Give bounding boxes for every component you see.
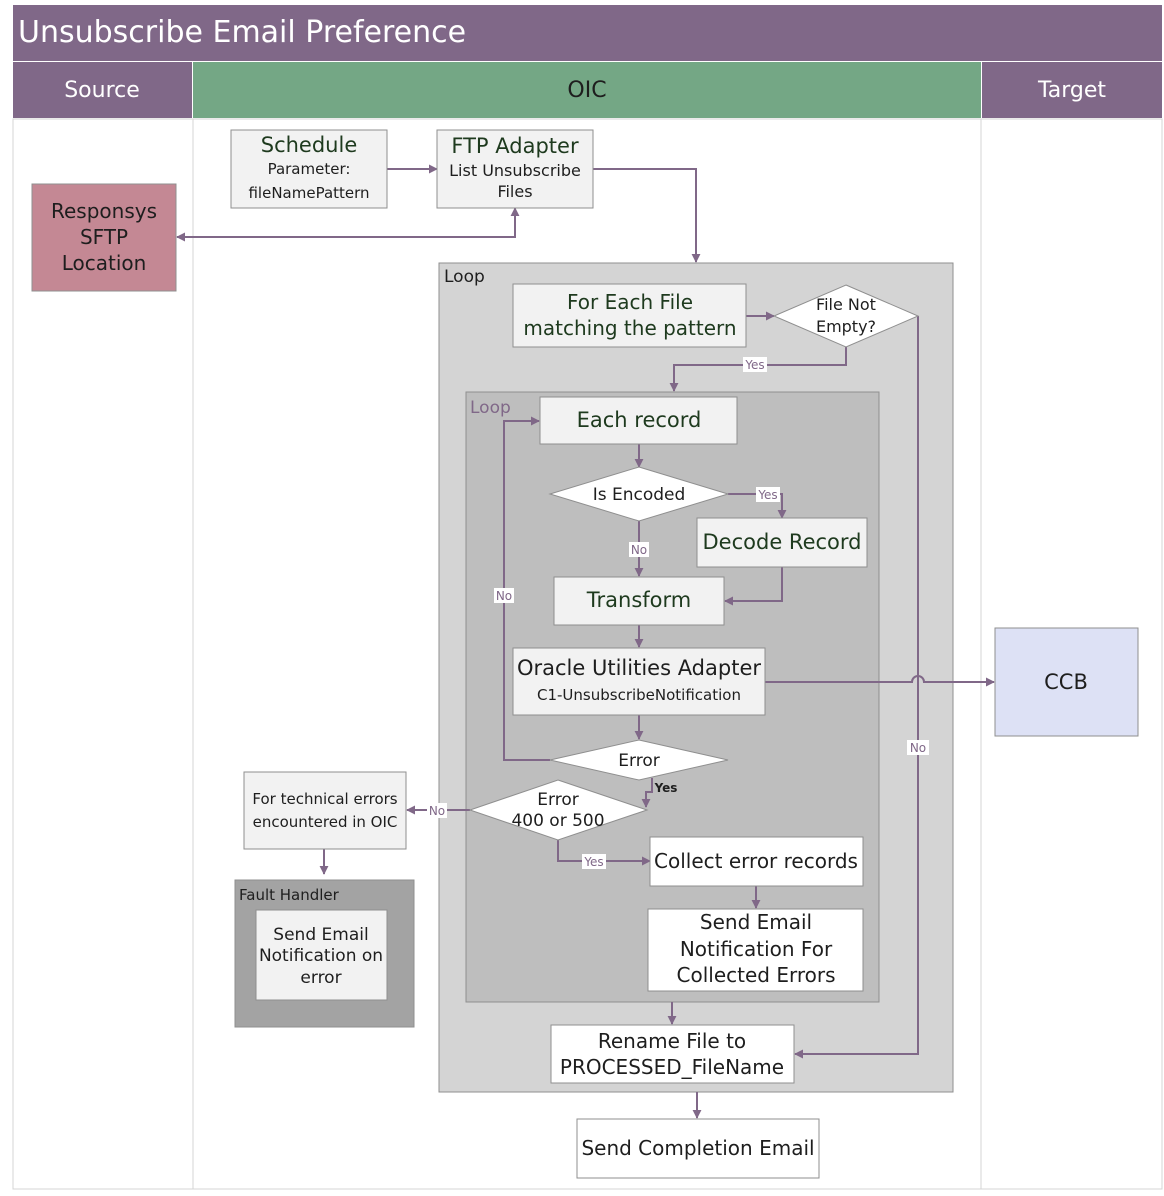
edge-label-yes-encoded: Yes bbox=[757, 488, 777, 502]
lane-header-oic bbox=[193, 62, 981, 118]
edge-oua-ccb bbox=[765, 675, 995, 687]
file-not-empty-decision bbox=[772, 284, 920, 348]
schedule-title: Schedule bbox=[261, 133, 358, 157]
each-record-label: Each record bbox=[577, 408, 702, 432]
oracle-utilities-adapter-node bbox=[512, 647, 766, 716]
outer-loop-label: Loop bbox=[444, 267, 485, 287]
schedule-param-label: Parameter: bbox=[268, 160, 351, 178]
error-400-500-line2: 400 or 500 bbox=[511, 811, 604, 831]
lane-label-oic: OIC bbox=[567, 78, 606, 103]
error-label: Error bbox=[618, 751, 659, 771]
send-email-collected-line3: Collected Errors bbox=[677, 963, 836, 987]
ftp-adapter-node bbox=[436, 129, 594, 209]
edge-label-yes-file: Yes bbox=[744, 358, 764, 372]
ccb-node bbox=[994, 627, 1139, 737]
edge-label-no-encoded: No bbox=[631, 543, 647, 557]
ftp-adapter-line1: List Unsubscribe bbox=[449, 161, 581, 180]
technical-errors-line1: For technical errors bbox=[252, 790, 397, 808]
edge-ftp-loop bbox=[593, 168, 701, 263]
collect-error-records-node bbox=[649, 836, 864, 887]
oracle-utilities-adapter-title: Oracle Utilities Adapter bbox=[517, 656, 761, 680]
edge-error-yes bbox=[641, 778, 653, 808]
fault-send-email-line2: Notification on bbox=[259, 946, 383, 966]
error-400-500-line1: Error bbox=[537, 790, 578, 810]
sftp-line2: SFTP bbox=[80, 225, 128, 249]
lane-label-source: Source bbox=[64, 78, 140, 103]
is-encoded-label: Is Encoded bbox=[593, 485, 686, 505]
send-email-collected-line1: Send Email bbox=[700, 910, 812, 934]
schedule-node bbox=[230, 129, 388, 209]
technical-errors-node bbox=[243, 771, 407, 850]
ftp-adapter-title: FTP Adapter bbox=[451, 134, 579, 158]
sftp-line3: Location bbox=[62, 251, 147, 275]
sftp-line1: Responsys bbox=[51, 199, 157, 223]
schedule-param-value: fileNamePattern bbox=[248, 184, 369, 202]
diagram-title: Unsubscribe Email Preference bbox=[18, 15, 466, 50]
inner-loop-label: Loop bbox=[470, 398, 511, 418]
for-each-file-node bbox=[512, 283, 747, 348]
file-not-empty-line2: Empty? bbox=[816, 317, 876, 336]
edge-error400-yes bbox=[557, 840, 651, 866]
title-bar bbox=[13, 5, 1162, 61]
send-email-collected-line2: Notification For bbox=[680, 937, 833, 961]
rename-file-line1: Rename File to bbox=[598, 1029, 746, 1053]
decode-record-label: Decode Record bbox=[703, 530, 862, 554]
fault-send-email-node bbox=[255, 909, 388, 1001]
edge-decode-transform bbox=[724, 567, 783, 606]
edge-label-no-file: No bbox=[910, 741, 926, 755]
decode-record-node bbox=[696, 517, 868, 568]
edge-label-yes-error: Yes bbox=[654, 781, 678, 795]
fault-send-email-line1: Send Email bbox=[273, 925, 368, 945]
edge-ftp-sftp bbox=[176, 207, 520, 242]
rename-file-line2: PROCESSED_FileName bbox=[560, 1055, 784, 1079]
fault-handler-label: Fault Handler bbox=[239, 886, 340, 904]
sftp-node bbox=[31, 183, 177, 292]
collect-error-records-label: Collect error records bbox=[654, 849, 858, 873]
transform-node bbox=[553, 576, 725, 626]
for-each-file-line2: matching the pattern bbox=[523, 316, 736, 340]
send-completion-email-label: Send Completion Email bbox=[581, 1136, 814, 1160]
lane-header-target bbox=[982, 62, 1162, 118]
for-each-file-line1: For Each File bbox=[567, 290, 693, 314]
edge-encoded-yes bbox=[728, 493, 787, 519]
oracle-utilities-adapter-operation: C1-UnsubscribeNotification bbox=[537, 686, 741, 704]
technical-errors-line2: encountered in OIC bbox=[253, 813, 398, 831]
edge-label-no-tech: No bbox=[429, 804, 445, 818]
each-record-node bbox=[539, 396, 738, 445]
ccb-label: CCB bbox=[1044, 670, 1088, 694]
error-400-500-decision bbox=[468, 779, 649, 841]
lane-label-target: Target bbox=[1037, 78, 1106, 103]
error-decision bbox=[549, 739, 729, 781]
edge-decision-no bbox=[794, 316, 919, 1059]
ftp-adapter-line2: Files bbox=[497, 182, 532, 201]
lane-body-source bbox=[12, 118, 194, 1190]
fault-send-email-line3: error bbox=[300, 968, 341, 988]
send-completion-email-node bbox=[576, 1118, 820, 1179]
edge-label-yes-collect: Yes bbox=[583, 855, 603, 869]
is-encoded-decision bbox=[548, 466, 730, 522]
lane-header-source bbox=[13, 62, 192, 118]
send-email-collected-node bbox=[647, 908, 864, 992]
file-not-empty-line1: File Not bbox=[816, 295, 876, 314]
rename-file-node bbox=[550, 1024, 795, 1084]
transform-label: Transform bbox=[586, 588, 691, 612]
edge-label-no-error-loop: No bbox=[496, 589, 512, 603]
